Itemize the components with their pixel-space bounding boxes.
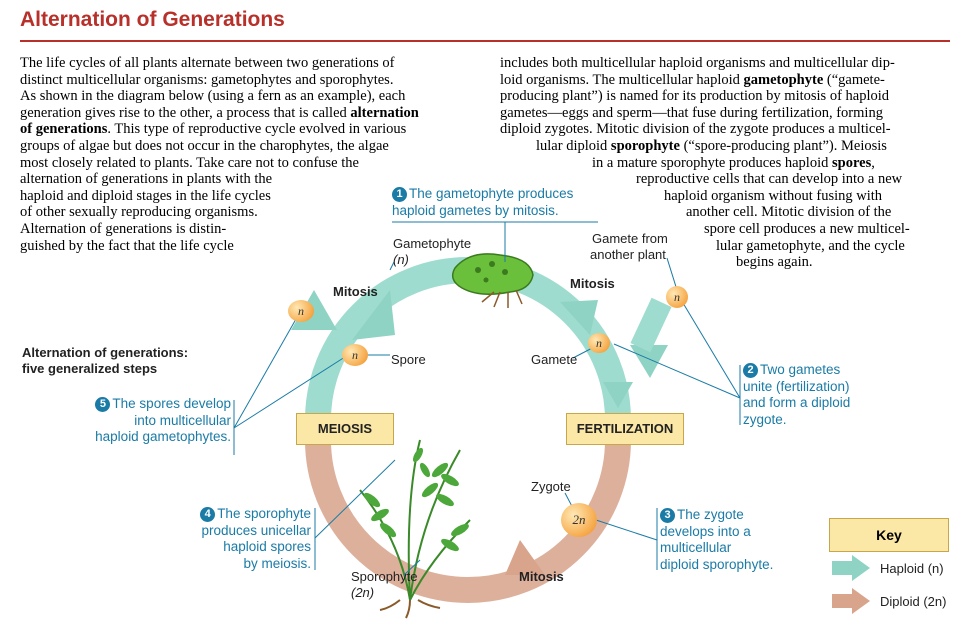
gametophyte-illustration bbox=[451, 253, 534, 308]
text-right-line: in a mature sporophyte produces haploid … bbox=[592, 154, 875, 171]
arrowhead-gamete-in bbox=[630, 345, 668, 378]
spore-cell: n bbox=[342, 344, 368, 366]
fertilization-box: FERTILIZATION bbox=[566, 413, 684, 445]
arrowhead-mitosis-left bbox=[352, 290, 395, 340]
another-plant-label: another plant bbox=[590, 247, 666, 262]
zygote-cell: 2n bbox=[561, 503, 597, 537]
text-left-line: distinct multicellular organisms: gameto… bbox=[20, 71, 394, 88]
mitosis-label-left: Mitosis bbox=[333, 284, 378, 299]
page-title: Alternation of Generations bbox=[20, 8, 285, 31]
gamete-cell: n bbox=[588, 333, 610, 353]
step-1-number: 1 bbox=[392, 187, 407, 202]
gametophyte-label: Gametophyte bbox=[393, 236, 472, 251]
text-left-line: generation gives rise to the other, a pr… bbox=[20, 104, 419, 121]
steps-heading-line-2: five generalized steps bbox=[22, 361, 158, 376]
gamete-from-label: Gamete from bbox=[592, 231, 668, 246]
text-right-line: diploid zygotes. Mitotic division of the… bbox=[500, 121, 891, 138]
intro-text-right: includes both multicellular haploid orga… bbox=[500, 55, 910, 271]
text-right-line: loid organisms. The multicellular haploi… bbox=[500, 71, 885, 88]
steps-heading-line-1: Alternation of generations: bbox=[22, 345, 189, 360]
intro-text-left: The life cycles of all plants alternate … bbox=[20, 55, 419, 254]
step-4-number: 4 bbox=[200, 507, 216, 522]
text-right-line: haploid organism without fusing with bbox=[664, 187, 883, 204]
gametophyte-ploidy-label: (n) bbox=[393, 252, 409, 267]
spore-label: Spore bbox=[391, 352, 426, 367]
text-left-line: of other sexually reproducing organisms. bbox=[20, 204, 258, 221]
step-5-number: 5 bbox=[95, 397, 111, 412]
diploid-cycle-arc bbox=[305, 439, 631, 604]
key-diploid-arrow bbox=[832, 588, 870, 614]
text-left-line: haploid and diploid stages in the life c… bbox=[20, 187, 271, 204]
text-left-line: Alternation of generations is distin- bbox=[20, 220, 227, 237]
zygote-label: Zygote bbox=[531, 479, 571, 494]
text-left-line: As shown in the diagram below (using a f… bbox=[20, 88, 406, 105]
key-haploid-label: Haploid (n) bbox=[880, 561, 944, 576]
step-3-number: 3 bbox=[660, 508, 675, 523]
text-left-line: alternation of generations in plants wit… bbox=[20, 171, 273, 188]
mitosis-label-bottom: Mitosis bbox=[519, 569, 564, 584]
gamete-from-another-plant-cell: n bbox=[666, 286, 688, 308]
text-right-line: another cell. Mitotic division of the bbox=[686, 204, 892, 221]
sporophyte-label: Sporophyte bbox=[351, 569, 418, 584]
key-title: Key bbox=[829, 518, 949, 552]
key-diploid-label: Diploid (2n) bbox=[880, 594, 947, 609]
arrowhead-mitosis-bottom bbox=[505, 540, 545, 575]
key-haploid-arrow bbox=[832, 555, 870, 581]
text-right-line: producing plant”) is named for its produ… bbox=[500, 88, 890, 105]
text-left-line: of generations. This type of reproductiv… bbox=[20, 121, 407, 138]
meiosis-box: MEIOSIS bbox=[296, 413, 394, 445]
text-right-line: spore cell produces a new multicel- bbox=[704, 220, 910, 237]
text-right-line: lular gametophyte, and the cycle bbox=[716, 237, 905, 254]
mitosis-label-right: Mitosis bbox=[570, 276, 615, 291]
text-right-line: gametes—eggs and sperm—that fuse during … bbox=[500, 104, 883, 121]
text-left-line: most closely related to plants. Take car… bbox=[20, 154, 359, 171]
text-left-line: guished by the fact that the life cycle bbox=[20, 237, 234, 254]
haploid-cell-top-left: n bbox=[288, 300, 314, 322]
arrowhead-mitosis-right bbox=[560, 300, 598, 335]
text-left-line: groups of algae but does not occur in th… bbox=[20, 137, 389, 154]
arrowhead-fertilization bbox=[603, 382, 633, 408]
gamete-label: Gamete bbox=[531, 352, 578, 367]
sporophyte-ploidy-label: (2n) bbox=[351, 585, 375, 600]
step-2-number: 2 bbox=[743, 363, 758, 378]
text-left-line: The life cycles of all plants alternate … bbox=[20, 55, 395, 71]
title-rule bbox=[20, 40, 950, 42]
text-right-line: lular diploid sporophyte (“spore-produci… bbox=[536, 137, 887, 154]
text-right-line: begins again. bbox=[736, 254, 813, 271]
text-right-line: includes both multicellular haploid orga… bbox=[500, 55, 895, 71]
text-right-line: reproductive cells that can develop into… bbox=[636, 171, 903, 188]
